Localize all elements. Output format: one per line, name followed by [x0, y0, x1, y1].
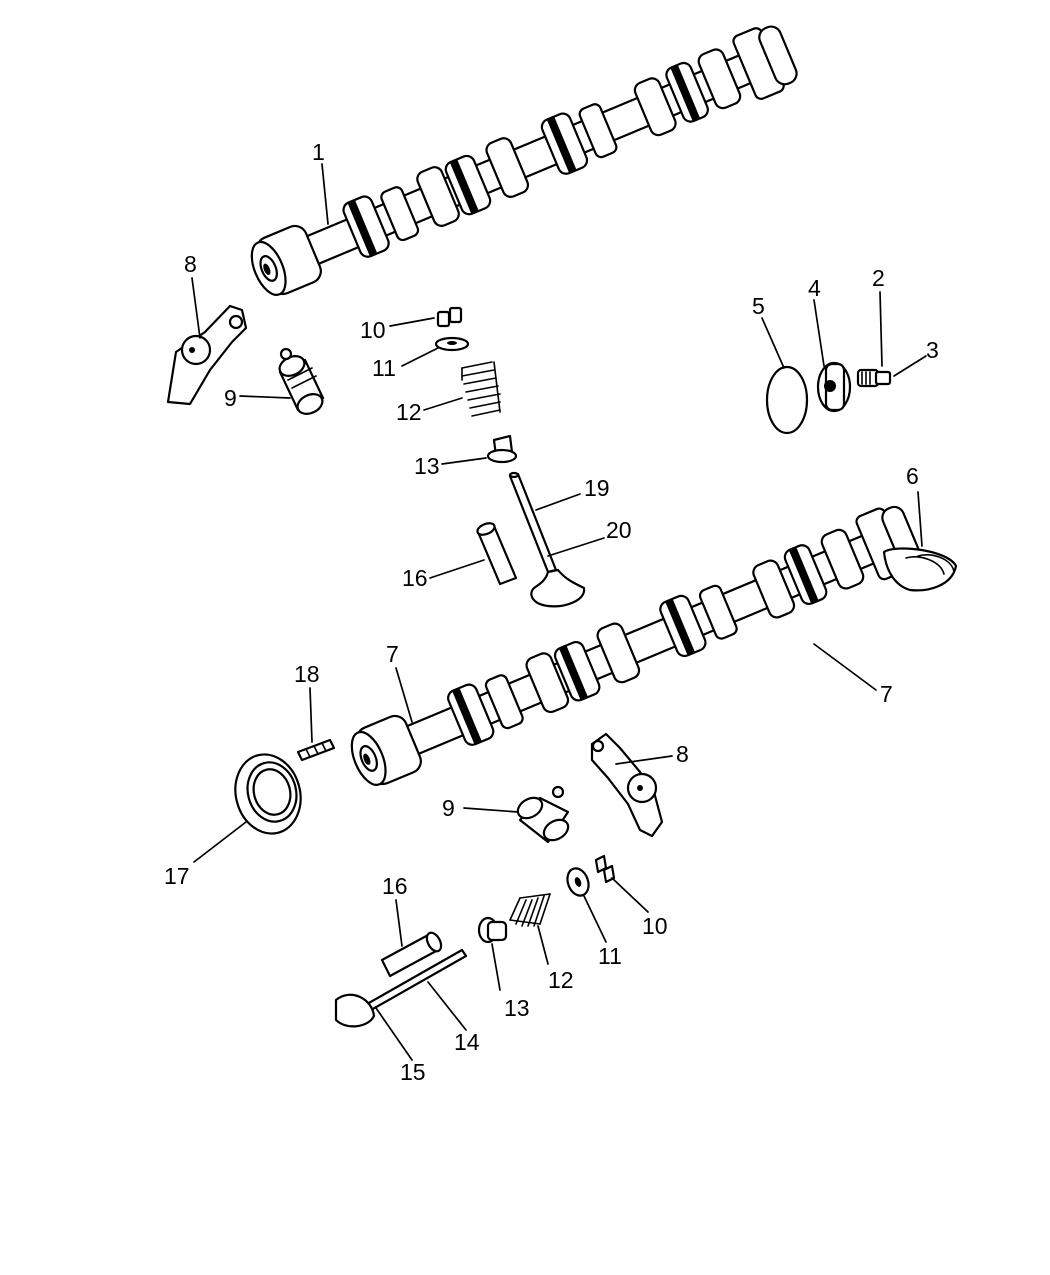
- callout-9-upper: 9: [224, 385, 237, 411]
- callout-17: 17: [164, 863, 190, 889]
- callout-1: 1: [312, 139, 325, 165]
- callout-15: 15: [400, 1059, 426, 1085]
- lower-valve[interactable]: [334, 948, 468, 1028]
- callout-13-upper: 13: [414, 453, 440, 479]
- upper-valve-locks[interactable]: [436, 306, 463, 328]
- lower-valve-guide[interactable]: [380, 930, 444, 978]
- lower-rocker-arm[interactable]: [590, 732, 664, 838]
- camshaft-sensor-ring[interactable]: [765, 365, 809, 435]
- callout-6: 6: [906, 463, 919, 489]
- camshaft-oil-seal[interactable]: [227, 747, 310, 841]
- callout-12-upper: 12: [396, 399, 422, 425]
- callout-11-lower: 11: [598, 943, 622, 969]
- lower-valve-spring[interactable]: [509, 893, 551, 927]
- callout-5: 5: [752, 293, 765, 319]
- callout-10-upper: 10: [360, 317, 386, 343]
- upper-spring-retainer[interactable]: [434, 336, 470, 352]
- half-moon-seal[interactable]: [882, 547, 958, 592]
- lower-valve-locks[interactable]: [594, 854, 616, 884]
- camshaft-bolt[interactable]: [856, 368, 892, 388]
- lower-camshaft[interactable]: [343, 500, 925, 795]
- lower-lifter[interactable]: [514, 785, 572, 844]
- callout-11-upper: 11: [372, 355, 396, 381]
- camshaft-target-wheel[interactable]: [816, 361, 852, 413]
- lower-valve-seal[interactable]: [477, 916, 508, 944]
- callout-16-upper: 16: [402, 565, 428, 591]
- callout-8-lower: 8: [676, 741, 689, 767]
- upper-camshaft[interactable]: [243, 20, 802, 305]
- callout-7-lower-left: 7: [386, 641, 399, 667]
- callout-3: 3: [926, 337, 939, 363]
- callout-18: 18: [294, 661, 320, 687]
- lower-spring-retainer[interactable]: [564, 865, 592, 898]
- callout-2: 2: [872, 265, 885, 291]
- callout-9-lower: 9: [442, 795, 455, 821]
- callout-16-lower: 16: [382, 873, 408, 899]
- callout-labels: 1 2 3 4 5 6 7 7 8 8 9 9 10 10 11 11 12 1…: [164, 139, 939, 1085]
- callout-19: 19: [584, 475, 610, 501]
- upper-rocker-arm[interactable]: [166, 304, 248, 406]
- callout-7-lower-right: 7: [880, 681, 893, 707]
- callout-12-lower: 12: [548, 967, 574, 993]
- callout-4: 4: [808, 275, 821, 301]
- callout-13-lower: 13: [504, 995, 530, 1021]
- callout-10-lower: 10: [642, 913, 668, 939]
- upper-valve-guide[interactable]: [476, 521, 518, 586]
- upper-lifter[interactable]: [276, 347, 325, 418]
- callout-14: 14: [454, 1029, 480, 1055]
- leader-lines: [191, 163, 927, 1061]
- upper-valve-seal[interactable]: [486, 434, 518, 464]
- upper-valve-spring[interactable]: [461, 361, 501, 417]
- dowel-pin[interactable]: [296, 738, 336, 762]
- upper-valve[interactable]: [508, 471, 586, 608]
- callout-8-upper: 8: [184, 251, 197, 277]
- callout-20: 20: [606, 517, 632, 543]
